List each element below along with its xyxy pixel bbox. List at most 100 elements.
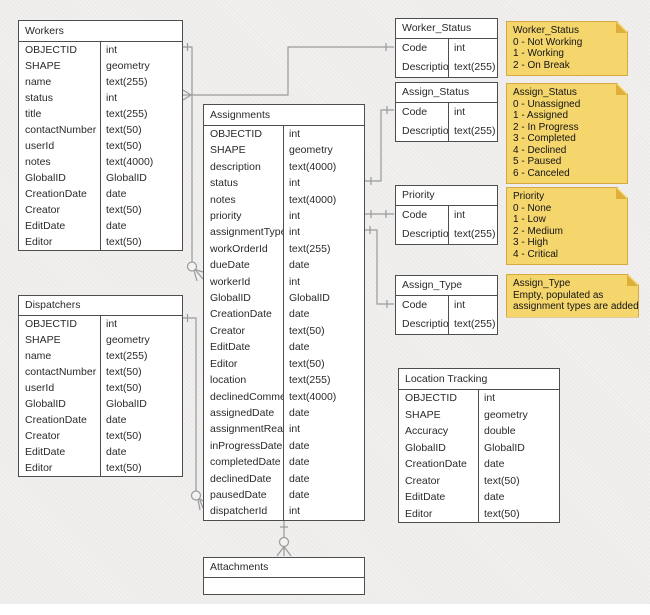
field-type: date — [106, 446, 127, 458]
connector-workers-status-to-worker-status[interactable] — [182, 43, 394, 101]
field-name: Creator — [204, 322, 284, 340]
field-type: text(255) — [106, 76, 148, 88]
field-type: text(255) — [289, 242, 331, 255]
field-type: text(50) — [106, 462, 142, 474]
table-title: Priority — [396, 186, 497, 206]
field-name: Code — [396, 103, 449, 122]
field-type: int — [289, 177, 301, 190]
field-type: text(255) — [106, 350, 148, 362]
field-name: dueDate — [204, 257, 284, 274]
field-type: GlobalID — [289, 292, 330, 305]
table-title: Assign_Type — [396, 276, 497, 296]
connector-assignments-status-to-assign-status[interactable] — [365, 106, 394, 185]
table-title: Attachments — [204, 558, 364, 578]
field-name: CreationDate — [19, 186, 101, 202]
table-title: Assign_Status — [396, 83, 497, 103]
field-name: assignedDate — [204, 404, 284, 422]
field-type: text(50) — [106, 382, 142, 394]
field-name: completedDate — [204, 454, 284, 471]
field-type: date — [289, 472, 310, 485]
table-assign-status[interactable]: Assign_Status CodeintDescriptiontext(255… — [395, 82, 498, 142]
field-row: Creator text(50) — [399, 472, 559, 489]
field-row: Descriptiontext(255) — [396, 58, 497, 77]
note-line: 4 - Declined — [513, 144, 567, 156]
field-type: text(50) — [106, 124, 142, 136]
field-row: dueDate date — [204, 257, 364, 274]
field-type: int — [454, 42, 466, 54]
field-name: EditDate — [399, 489, 479, 506]
field-type: text(255) — [289, 374, 331, 387]
field-name: Editor — [19, 234, 101, 250]
note-title: Assign_Type — [513, 278, 571, 289]
field-name: OBJECTID — [399, 390, 479, 407]
note-line: 3 - Completed — [513, 133, 576, 144]
table-attachments[interactable]: Attachments — [203, 557, 365, 595]
connector-dispatchers-to-assignments-dispatcherid[interactable] — [183, 314, 204, 511]
field-name: Description — [396, 315, 449, 334]
field-type: date — [289, 439, 310, 452]
field-type: date — [289, 406, 310, 419]
field-type: date — [289, 259, 310, 272]
note-line: 0 - Unassigned — [513, 98, 581, 110]
field-type: geometry — [484, 408, 528, 421]
connector-assignments-to-attachments[interactable] — [276, 519, 292, 557]
field-name: workOrderId — [204, 240, 284, 258]
field-name: OBJECTID — [19, 42, 101, 58]
field-name: status — [204, 175, 284, 192]
field-name: GlobalID — [399, 439, 479, 456]
table-assign-type[interactable]: Assign_Type CodeintDescriptiontext(255) — [395, 275, 498, 335]
connector-assignments-type-to-assign-type[interactable] — [365, 226, 394, 308]
connector-assignments-priority-to-priority[interactable] — [365, 210, 394, 218]
table-rows: CodeintDescriptiontext(255) — [396, 39, 497, 77]
field-name: Description — [396, 122, 449, 141]
table-priority[interactable]: Priority CodeintDescriptiontext(255) — [395, 185, 498, 245]
connector-workers-to-assignments-workerid[interactable] — [183, 43, 204, 282]
field-type: int — [289, 505, 301, 518]
field-type: text(50) — [106, 366, 142, 378]
field-type: text(4000) — [106, 156, 154, 168]
field-name: EditDate — [19, 444, 101, 460]
field-name: userId — [19, 380, 101, 396]
field-name: title — [19, 106, 101, 122]
field-type: int — [289, 275, 301, 288]
field-type: text(50) — [289, 324, 325, 337]
field-name: notes — [19, 154, 101, 170]
field-row: Descriptiontext(255) — [396, 122, 497, 141]
field-name: Creator — [399, 472, 479, 489]
field-row: EditDate date — [19, 444, 182, 460]
table-worker-status[interactable]: Worker_Status CodeintDescriptiontext(255… — [395, 18, 498, 78]
table-title: Location Tracking — [399, 369, 559, 390]
field-type: text(50) — [484, 474, 520, 487]
